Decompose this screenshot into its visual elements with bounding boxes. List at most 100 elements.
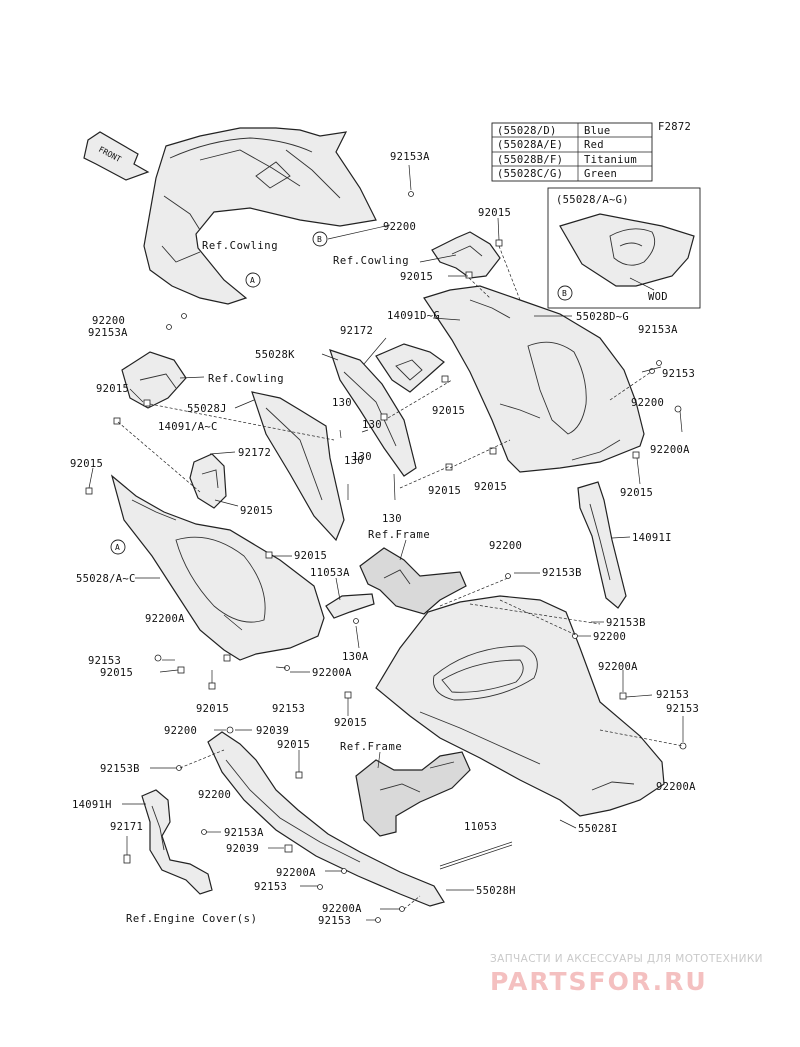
svg-text:B: B	[317, 235, 322, 244]
part-label: 92200A	[145, 613, 185, 625]
frame-bracket-upper	[359, 547, 467, 615]
side-cowling-right	[423, 285, 645, 473]
part-label: 92153B	[100, 763, 140, 775]
part-label: 92200A	[312, 667, 352, 679]
callout-b-right: B	[557, 285, 573, 301]
part-label: 55028H	[476, 885, 516, 897]
part-label: 92153	[318, 915, 351, 927]
part-label: 92015	[70, 458, 103, 470]
inset-variant-box: (55028/A~G) WOD	[547, 187, 701, 309]
color-name: Green	[584, 168, 617, 180]
svg-text:B: B	[562, 289, 567, 298]
color-code: (55028B/F)	[497, 154, 563, 166]
part-label: 11053A	[310, 567, 350, 579]
fasteners	[85, 191, 687, 923]
color-code: (55028A/E)	[497, 139, 563, 151]
part-label: 92015	[474, 481, 507, 493]
part-label: 92172	[340, 325, 373, 337]
callout-a-left: A	[110, 539, 126, 555]
inner-panel-lower	[251, 391, 345, 542]
part-label: 92200A	[656, 781, 696, 793]
inset-note: WOD	[648, 291, 668, 303]
front-arrow-icon: FRONT	[83, 131, 150, 181]
ref-cowling-label: Ref.Cowling	[208, 373, 284, 385]
part-label: 92153A	[638, 324, 678, 336]
part-label: 92153B	[606, 617, 646, 629]
figure-code: F2872	[658, 121, 691, 133]
part-label: 92200	[92, 315, 125, 327]
part-label: 92200	[631, 397, 664, 409]
callout-b-upper: B	[312, 231, 328, 247]
svg-text:A: A	[115, 543, 120, 552]
brace-11053A	[325, 593, 375, 619]
stay-rod-11053	[439, 841, 513, 870]
part-label: 11053	[464, 821, 497, 833]
part-label: 130	[352, 451, 372, 463]
ref-engine-cover-label: Ref.Engine Cover(s)	[126, 913, 258, 925]
part-label: 14091/A~C	[158, 421, 218, 433]
color-name: Blue	[584, 125, 611, 137]
part-label: 130	[332, 397, 352, 409]
ref-cowling-label: Ref.Cowling	[202, 240, 278, 252]
part-label: 92015	[432, 405, 465, 417]
part-label: 130	[382, 513, 402, 525]
ref-cowling-label: Ref.Cowling	[333, 255, 409, 267]
part-label: 55028K	[255, 349, 295, 361]
part-label: 92153A	[224, 827, 264, 839]
inset-title: (55028/A~G)	[556, 194, 629, 206]
stay-bracket-right	[577, 481, 627, 609]
watermark: ЗАПЧАСТИ И АКСЕССУАРЫ ДЛЯ МОТОТЕХНИКИ PA…	[490, 953, 763, 996]
svg-text:A: A	[250, 276, 255, 285]
part-label: 92200A	[276, 867, 316, 879]
color-code: (55028C/G)	[497, 168, 563, 180]
part-label: 92015	[334, 717, 367, 729]
part-label: 130	[362, 419, 382, 431]
part-label: 92153	[662, 368, 695, 380]
part-label: 92039	[256, 725, 289, 737]
part-label: 92015	[428, 485, 461, 497]
color-table: (55028/D) Blue (55028A/E) Red (55028B/F)…	[491, 122, 653, 182]
small-bracket-left	[189, 453, 227, 509]
color-name: Red	[584, 139, 604, 151]
part-label: 92153	[254, 881, 287, 893]
lower-panel-left	[207, 731, 445, 907]
part-label: 92200	[198, 789, 231, 801]
part-label: 55028/A~C	[76, 573, 136, 585]
part-label: 92153	[656, 689, 689, 701]
part-label: 92153A	[390, 151, 430, 163]
part-label: 92200	[383, 221, 416, 233]
part-label: 14091I	[632, 532, 672, 544]
part-label: 92015	[96, 383, 129, 395]
part-label: 55028J	[187, 403, 227, 415]
stay-bracket-left	[141, 789, 213, 895]
part-label: 92200A	[598, 661, 638, 673]
watermark-tagline: ЗАПЧАСТИ И АКСЕССУАРЫ ДЛЯ МОТОТЕХНИКИ	[490, 953, 763, 965]
ref-frame-label: Ref.Frame	[368, 529, 430, 541]
watermark-logo: PARTSFOR.RU	[490, 967, 708, 996]
leader-lines	[88, 164, 684, 921]
part-label: 92015	[240, 505, 273, 517]
part-label: 92171	[110, 821, 143, 833]
left-cowling-piece	[121, 351, 187, 409]
part-label: 92200	[593, 631, 626, 643]
part-label: 55028I	[578, 823, 618, 835]
upper-cowling	[143, 127, 377, 305]
part-label: 92153B	[542, 567, 582, 579]
frame-bracket-lower	[355, 751, 471, 837]
part-label: 92200A	[650, 444, 690, 456]
callout-a-upper: A	[245, 272, 261, 288]
inner-panel-upper	[329, 349, 417, 477]
part-label: 92015	[196, 703, 229, 715]
part-label: 92153	[272, 703, 305, 715]
part-label: 14091H	[72, 799, 112, 811]
part-label: 92200	[489, 540, 522, 552]
part-number-labels: 92153A 92200 92015 92015 14091D~G 55028D…	[70, 151, 699, 927]
part-label: 92153A	[88, 327, 128, 339]
under-cowling	[375, 595, 665, 817]
color-name: Titanium	[584, 154, 637, 166]
part-label: 92200A	[322, 903, 362, 915]
upper-bracket	[431, 231, 501, 279]
part-label: 92015	[478, 207, 511, 219]
part-label: 92015	[100, 667, 133, 679]
